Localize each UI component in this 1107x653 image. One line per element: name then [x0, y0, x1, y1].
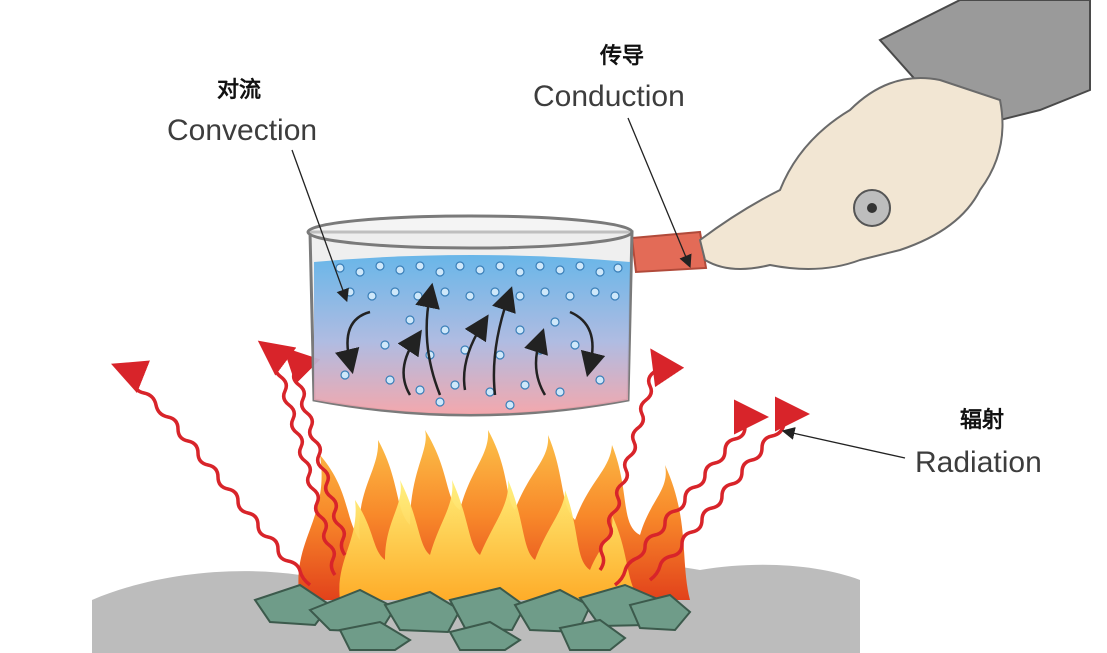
- radiation-wave-3: [283, 347, 347, 557]
- radiation-label-zh: 辐射: [960, 407, 1005, 433]
- conduction-label-en: Conduction: [533, 80, 685, 113]
- pot-water: [314, 255, 630, 414]
- conduction-label-zh: 传导: [600, 43, 645, 69]
- convection-label-en: Convection: [167, 114, 318, 147]
- coals: [253, 583, 692, 651]
- radiation-waves: [111, 340, 810, 587]
- radiation-pointer: [781, 427, 906, 459]
- radiation-wave-1: [111, 360, 312, 587]
- fire: [298, 430, 690, 600]
- radiation-wave-6: [648, 396, 810, 582]
- radiation-wave-4: [598, 348, 685, 572]
- radiation-wave-2: [257, 340, 337, 577]
- pointer-lines: [291, 117, 906, 459]
- conduction-pointer: [627, 117, 692, 268]
- hand-shape: [698, 77, 1004, 270]
- radiation-wave-5: [613, 399, 769, 587]
- convection-label-zh: 对流: [217, 77, 262, 103]
- convection-arrows: [334, 282, 606, 396]
- radiation-label-en: Radiation: [915, 446, 1042, 479]
- pot-handle: [630, 230, 708, 274]
- hand: [698, 0, 1091, 270]
- water-bubbles: [335, 261, 623, 410]
- pot: [306, 214, 708, 417]
- convection-pointer: [291, 149, 349, 303]
- pot-rim: [306, 214, 634, 250]
